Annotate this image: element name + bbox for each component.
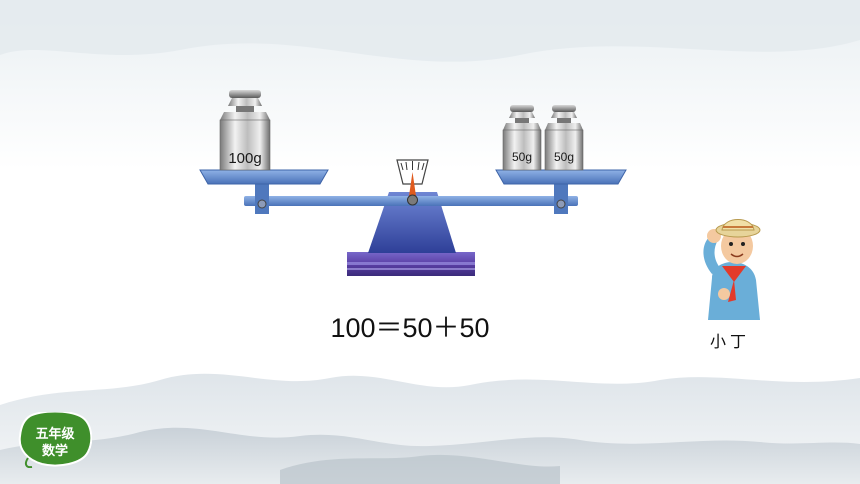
scale-dial [396,159,429,206]
dial-pointer [409,172,416,196]
character-name: 小丁 [709,332,750,351]
scale-base [347,252,475,276]
right-pan [495,169,627,185]
character-xiaoding [703,219,761,320]
weight-50g-1-label: 50g [512,150,532,164]
weight-50g-2: 50g [544,105,584,171]
weight-50g-2-label: 50g [554,150,574,164]
weight-50g-1: 50g [502,105,542,171]
left-pan [199,169,329,185]
weight-100g: 100g [219,90,271,171]
equation-text: 100＝50＋50 [330,313,490,343]
badge-grade-text: 五年级 [35,427,75,442]
badge-subject-text: 数学 [41,444,68,459]
scale-fulcrum [368,192,456,253]
weight-100g-label: 100g [228,150,261,167]
grade-badge [18,412,92,468]
